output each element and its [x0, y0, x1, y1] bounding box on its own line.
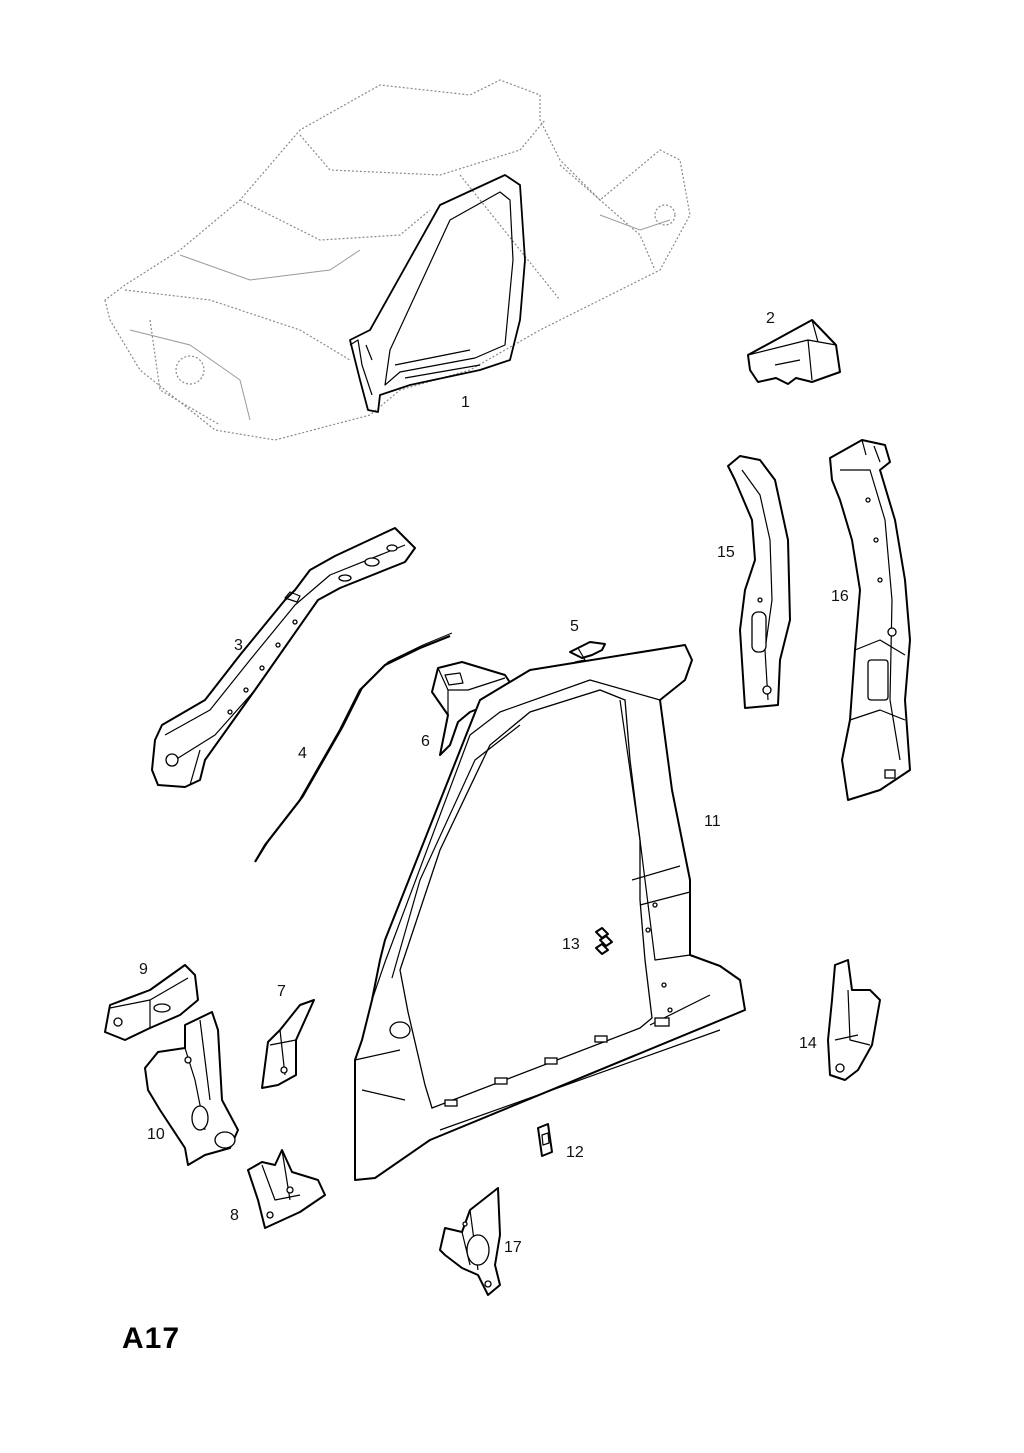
callout-16: 16: [831, 588, 849, 605]
callout-5: 5: [570, 618, 579, 635]
callout-8: 8: [230, 1207, 239, 1224]
part-7-bracket: [261, 999, 315, 1089]
page-code: A17: [122, 1322, 181, 1355]
part-17-bracket: [439, 1187, 501, 1296]
callout-2: 2: [766, 310, 775, 327]
callout-11: 11: [704, 813, 721, 830]
callout-12: 12: [566, 1144, 584, 1161]
callout-6: 6: [421, 733, 430, 750]
part-4-weatherstrip: [254, 632, 453, 863]
part-8-bracket: [247, 1149, 326, 1229]
callout-3: 3: [234, 637, 243, 654]
part-12-clip: [537, 1123, 553, 1157]
part-2-bracket: [747, 319, 841, 385]
part-11-body-side-panel: [354, 644, 746, 1181]
callout-13: 13: [562, 936, 580, 953]
callout-14: 14: [799, 1035, 817, 1052]
part-14-bracket: [827, 959, 881, 1081]
callout-10: 10: [147, 1126, 165, 1143]
part-16-pillar-reinforcement: [829, 439, 911, 801]
callout-17: 17: [504, 1239, 522, 1256]
part-10-lower-a-pillar: [144, 1011, 239, 1166]
callout-7: 7: [277, 983, 286, 1000]
callout-9: 9: [139, 961, 148, 978]
part-15-c-pillar-inner: [727, 455, 791, 709]
callout-4: 4: [298, 745, 307, 762]
part-3-a-pillar-reinforcement: [151, 527, 416, 788]
part-13-clips: [595, 927, 613, 955]
part-9-bracket: [104, 964, 199, 1041]
callout-15: 15: [717, 544, 735, 561]
part-1-body-shell: [104, 79, 691, 441]
callout-1: 1: [461, 394, 470, 411]
part-6-reinforcement: [431, 661, 516, 756]
